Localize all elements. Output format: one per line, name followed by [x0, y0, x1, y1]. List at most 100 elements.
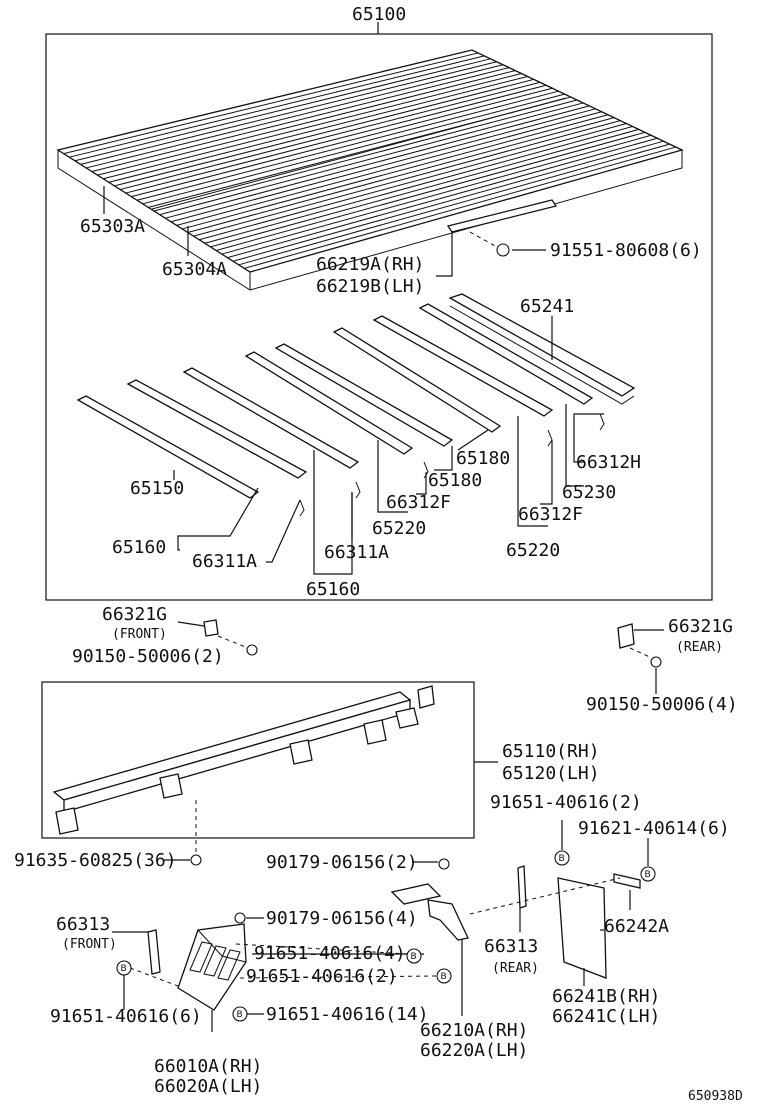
rear-mudguard-drawing: [390, 858, 641, 979]
side-rail-frame: [41, 681, 475, 839]
label-65241: 65241: [520, 296, 574, 317]
corrugation-line: [136, 90, 559, 201]
corrugation-line: [153, 99, 578, 212]
label-90150-front: 90150-50006(2): [72, 646, 224, 667]
corrugation-line: [74, 58, 491, 162]
corrugation-line: [119, 81, 541, 190]
corrugation-line: [108, 75, 528, 183]
label-65230: 65230: [562, 482, 616, 503]
label-90179-4: 90179-06156(4): [266, 908, 418, 929]
corrugation-line: [165, 105, 590, 219]
corrugation-line: [91, 67, 510, 173]
svg-text:B: B: [645, 870, 651, 880]
label-65220-b: 65220: [506, 540, 560, 561]
label-65160-b: 65160: [306, 579, 360, 600]
label-91651-4: 91651-40616(4): [254, 943, 406, 964]
corrugation-line: [131, 87, 553, 198]
label-90179-2: 90179-06156(2): [266, 852, 418, 873]
label-90150-rear: 90150-50006(4): [586, 694, 738, 715]
corrugation-line: [103, 73, 522, 180]
corrugation-line: [114, 78, 534, 187]
label-66241C: 66241C(LH): [552, 1006, 660, 1027]
label-66312H: 66312H: [576, 452, 641, 473]
corrugation-line: [176, 111, 602, 226]
corrugation-line: [238, 143, 670, 266]
side-rail-drawing: [52, 685, 435, 835]
bolt-91635-drawing: [190, 854, 202, 866]
label-65100: 65100: [352, 4, 406, 25]
label-65220-a: 65220: [372, 518, 426, 539]
corrugation-line: [187, 117, 615, 234]
label-66010A: 66010A(RH): [154, 1056, 262, 1077]
corrugation-line: [210, 128, 639, 248]
label-65150: 65150: [130, 478, 184, 499]
svg-text:B: B: [441, 972, 447, 982]
label-66312F-b: 66312F: [518, 504, 583, 525]
label-66321G-front: 66321G: [102, 604, 167, 625]
label-66313-front: 66313: [56, 914, 110, 935]
label-66313-rear: 66313: [484, 936, 538, 957]
corrugation-line: [170, 108, 596, 223]
leader-lines-top: [103, 22, 604, 575]
front-mudguard-drawing: [147, 912, 247, 1011]
svg-text:B: B: [121, 964, 127, 974]
label-91651-14: 91651-40616(14): [266, 1004, 429, 1025]
label-rear-2: (REAR): [492, 961, 539, 976]
label-66219A: 66219A(RH): [316, 254, 424, 275]
label-65180-a: 65180: [456, 448, 510, 469]
label-91651-2-a: 91651-40616(2): [490, 792, 642, 813]
label-front-1: (FRONT): [112, 627, 167, 642]
corrugation-line: [199, 123, 627, 241]
bolt-91551-drawing: [496, 243, 510, 257]
corrugation-line: [69, 55, 485, 158]
corrugation-line: [204, 125, 633, 244]
label-66321G-rear: 66321G: [668, 616, 733, 637]
label-65110: 65110(RH): [502, 741, 600, 762]
label-66241B: 66241B(RH): [552, 986, 660, 1007]
label-65120: 65120(LH): [502, 763, 600, 784]
label-65160-a: 65160: [112, 537, 166, 558]
bracket-66219-drawing: [446, 199, 558, 233]
label-66020A: 66020A(LH): [154, 1076, 262, 1097]
svg-text:B: B: [237, 1010, 243, 1020]
corrugation-line: [63, 52, 479, 155]
label-66210A: 66210A(RH): [420, 1020, 528, 1041]
crossmembers-drawing: [76, 293, 636, 499]
label-65304A: 65304A: [162, 259, 227, 280]
rear-mount-drawing: [617, 623, 664, 694]
label-65180-b: 65180: [428, 470, 482, 491]
corrugation-line: [142, 93, 565, 205]
label-65303A: 65303A: [80, 216, 145, 237]
corrugation-line: [227, 137, 658, 259]
front-mount-drawing: [177, 619, 258, 656]
label-91651-2-b: 91651-40616(2): [246, 966, 398, 987]
label-rear-1: (REAR): [676, 640, 723, 655]
corrugation-line: [125, 84, 547, 194]
label-91651-6: 91651-40616(6): [50, 1006, 202, 1027]
label-66220A: 66220A(LH): [420, 1040, 528, 1061]
label-91635: 91635-60825(36): [14, 850, 177, 871]
svg-text:B: B: [559, 854, 565, 864]
corrugation-line: [80, 61, 497, 165]
label-91551: 91551-80608(6): [550, 240, 702, 261]
label-66242A: 66242A: [604, 916, 669, 937]
corrugation-line: [97, 70, 516, 176]
corrugation-line: [182, 114, 609, 230]
diagram-code: 650938D: [688, 1089, 743, 1104]
label-66312F-a: 66312F: [386, 492, 451, 513]
corrugation-line: [193, 120, 621, 237]
clips-drawing: [299, 413, 605, 517]
label-66219B: 66219B(LH): [316, 276, 424, 297]
label-66311A-a: 66311A: [192, 551, 257, 572]
floor-assembly-frame: [45, 33, 713, 601]
floor-panel-drawing: [56, 49, 684, 291]
bolt-markers: B B B B B B: [116, 850, 656, 1022]
label-66311A-b: 66311A: [324, 542, 389, 563]
label-91621: 91621-40614(6): [578, 818, 730, 839]
corrugation-line: [159, 102, 584, 216]
corrugation-line: [221, 134, 652, 255]
corrugation-line: [215, 131, 646, 251]
part-labels: 65100 65303A 65304A 66219A(RH) 66219B(LH…: [14, 4, 743, 1104]
corrugation-line: [232, 140, 664, 262]
